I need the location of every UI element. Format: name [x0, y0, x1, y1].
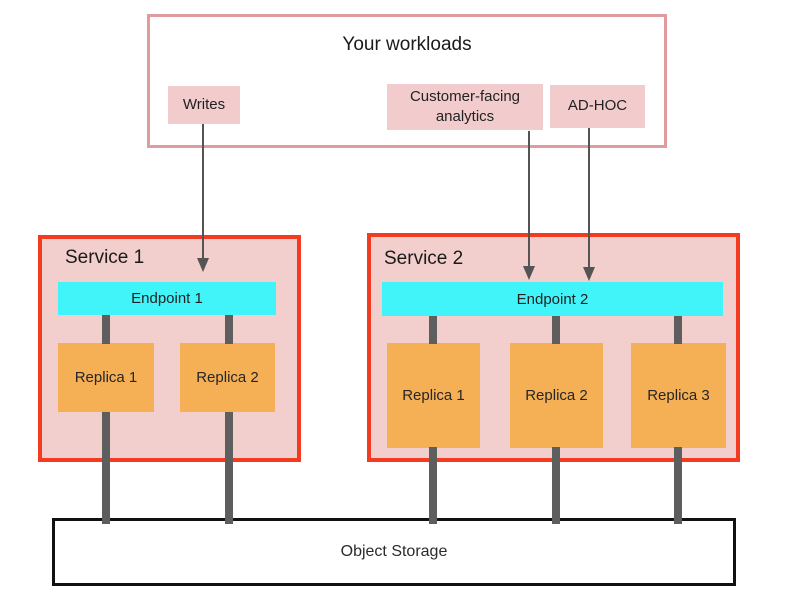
service-2-box: Service 2 Endpoint 2 Replica 1 Replica 2… — [367, 233, 740, 462]
service-1-title: Service 1 — [65, 247, 145, 268]
workloads-title: Your workloads — [342, 34, 472, 55]
service-2-title: Service 2 — [384, 248, 464, 269]
service-2-replica-3: Replica 3 — [631, 343, 726, 448]
service-1-replica-1: Replica 1 — [58, 343, 154, 412]
workload-writes: Writes — [168, 86, 240, 124]
workload-customer-facing-analytics: Customer-facing analytics — [387, 84, 543, 130]
service-2-replica-2: Replica 2 — [510, 343, 603, 448]
service-1-endpoint: Endpoint 1 — [58, 282, 276, 315]
service-1-box: Service 1 Endpoint 1 Replica 1 Replica 2 — [38, 235, 301, 462]
service-2-replica-1: Replica 1 — [387, 343, 480, 448]
workloads-box: Your workloads Writes Customer-facing an… — [147, 14, 667, 148]
service-2-endpoint: Endpoint 2 — [382, 282, 723, 316]
object-storage-label: Object Storage — [340, 543, 448, 560]
workload-ad-hoc: AD-HOC — [550, 85, 645, 128]
object-storage-box: Object Storage — [52, 518, 736, 586]
service-1-replica-2: Replica 2 — [180, 343, 275, 412]
